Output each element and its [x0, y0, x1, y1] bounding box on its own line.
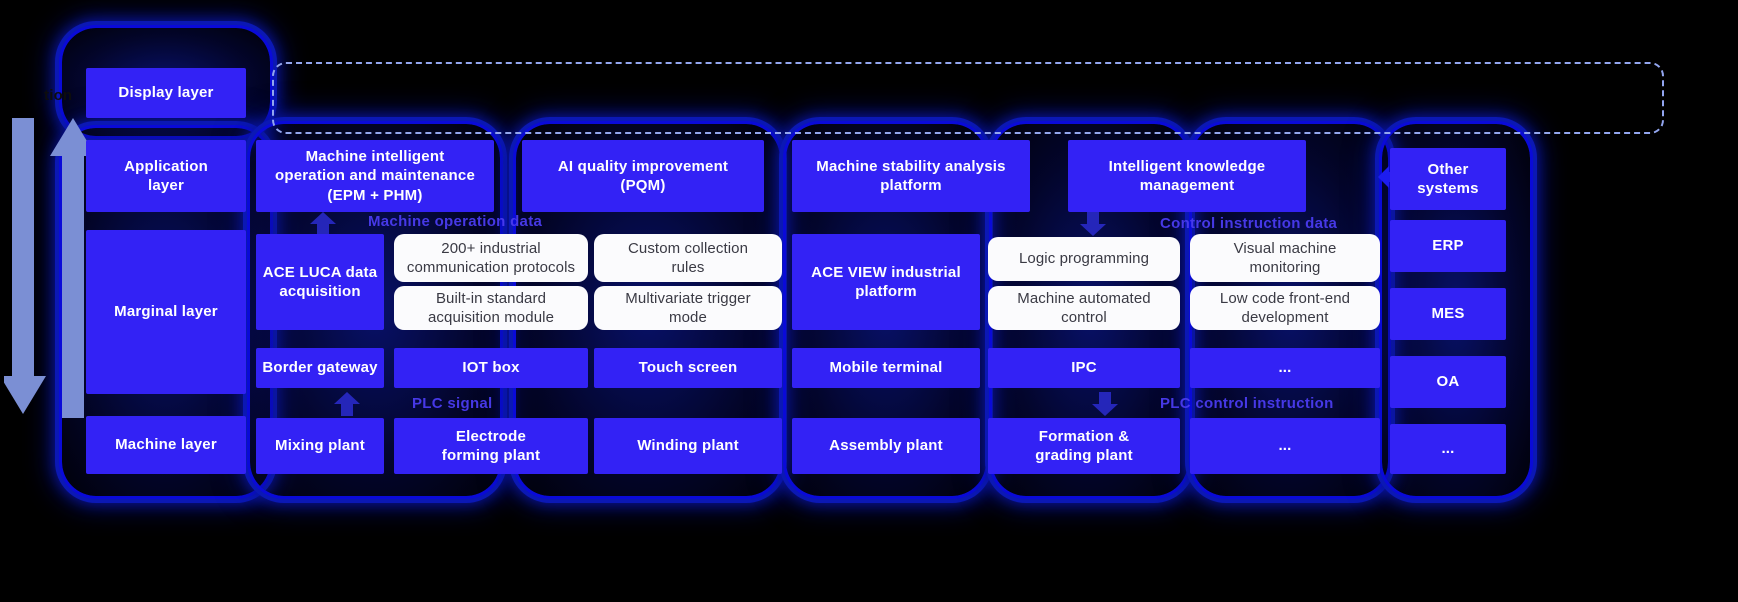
right-other-systems[interactable]: Other systems [1390, 148, 1506, 210]
band-label-machine-operation-data: Machine operation data [368, 213, 543, 230]
right-erp[interactable]: ERP [1390, 220, 1506, 272]
machine-winding-plant[interactable]: Winding plant [594, 418, 782, 474]
marginal-card-machine-automated-control[interactable]: Machine automated control [988, 286, 1180, 330]
layer-machine-layer[interactable]: Machine layer [86, 416, 246, 474]
plc-control-instruction-down-arrow [1092, 392, 1118, 416]
downward-flow-arrow [4, 118, 46, 414]
marginal-card-low-code-frontend-development[interactable]: Low code front-end development [1190, 286, 1380, 330]
display-layer-scope-dashed-box [272, 62, 1664, 134]
app-ai-quality-improvement[interactable]: AI quality improvement (PQM) [522, 140, 764, 212]
device-ipc[interactable]: IPC [988, 348, 1180, 388]
machine-mixing-plant[interactable]: Mixing plant [256, 418, 384, 474]
app-intelligent-knowledge-management[interactable]: Intelligent knowledge management [1068, 140, 1306, 212]
machine-formation-grading-plant[interactable]: Formation & grading plant [988, 418, 1180, 474]
clipped-left-label: tion [44, 87, 73, 104]
machine-operation-data-up-arrow [310, 212, 336, 236]
control-instruction-data-down-arrow [1080, 212, 1106, 236]
marginal-card-industrial-protocols[interactable]: 200+ industrial communication protocols [394, 234, 588, 282]
device-more[interactable]: ... [1190, 348, 1380, 388]
marginal-card-custom-collection-rules[interactable]: Custom collection rules [594, 234, 782, 282]
marginal-ace-view-industrial-platform[interactable]: ACE VIEW industrial platform [792, 234, 980, 330]
machine-more[interactable]: ... [1190, 418, 1380, 474]
right-oa[interactable]: OA [1390, 356, 1506, 408]
layer-marginal-layer[interactable]: Marginal layer [86, 230, 246, 394]
marginal-card-multivariate-trigger-mode[interactable]: Multivariate trigger mode [594, 286, 782, 330]
app-machine-intelligent-om[interactable]: Machine intelligent operation and mainte… [256, 140, 494, 212]
device-iot-box[interactable]: IOT box [394, 348, 588, 388]
plc-signal-up-arrow [334, 392, 360, 416]
right-more[interactable]: ... [1390, 424, 1506, 474]
right-mes[interactable]: MES [1390, 288, 1506, 340]
device-border-gateway[interactable]: Border gateway [256, 348, 384, 388]
marginal-card-logic-programming[interactable]: Logic programming [988, 237, 1180, 281]
device-mobile-terminal[interactable]: Mobile terminal [792, 348, 980, 388]
marginal-ace-luca-data-acquisition[interactable]: ACE LUCA data acquisition [256, 234, 384, 330]
band-label-control-instruction-data: Control instruction data [1160, 215, 1338, 232]
band-label-plc-signal: PLC signal [412, 395, 493, 412]
machine-assembly-plant[interactable]: Assembly plant [792, 418, 980, 474]
marginal-card-builtin-standard-module[interactable]: Built-in standard acquisition module [394, 286, 588, 330]
app-machine-stability-analysis[interactable]: Machine stability analysis platform [792, 140, 1030, 212]
device-touch-screen[interactable]: Touch screen [594, 348, 782, 388]
marginal-card-visual-machine-monitoring[interactable]: Visual machine monitoring [1190, 234, 1380, 282]
upward-flow-arrow [50, 118, 94, 418]
machine-electrode-forming-plant[interactable]: Electrode forming plant [394, 418, 588, 474]
band-label-plc-control-instruction: PLC control instruction [1160, 395, 1334, 412]
layer-application-layer[interactable]: Application layer [86, 140, 246, 212]
layer-display-layer[interactable]: Display layer [86, 68, 246, 118]
